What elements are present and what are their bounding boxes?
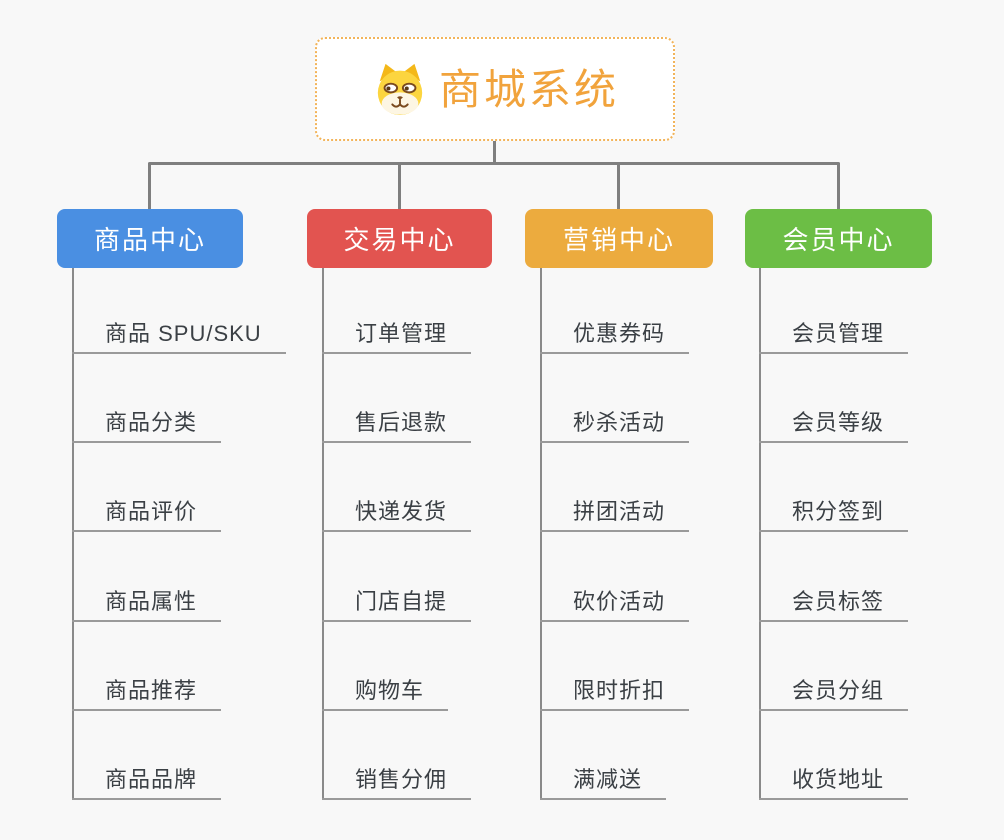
item-after-sales-refund[interactable]: 售后退款 xyxy=(322,403,472,443)
item-group-buy[interactable]: 拼团活动 xyxy=(540,492,690,532)
item-express-delivery[interactable]: 快递发货 xyxy=(322,492,472,532)
connector-drop-trade xyxy=(398,163,401,209)
connector-drop-member xyxy=(837,163,840,209)
item-product-category[interactable]: 商品分类 xyxy=(72,403,222,443)
item-member-tag[interactable]: 会员标签 xyxy=(759,582,909,622)
item-member-group[interactable]: 会员分组 xyxy=(759,671,909,711)
item-shipping-address[interactable]: 收货地址 xyxy=(759,760,909,800)
item-member-management[interactable]: 会员管理 xyxy=(759,314,909,354)
item-member-level[interactable]: 会员等级 xyxy=(759,403,909,443)
item-order-management[interactable]: 订单管理 xyxy=(322,314,472,354)
item-product-recommend[interactable]: 商品推荐 xyxy=(72,671,222,711)
item-bargain-activity[interactable]: 砍价活动 xyxy=(540,582,690,622)
item-points-checkin[interactable]: 积分签到 xyxy=(759,492,909,532)
item-sales-commission[interactable]: 销售分佣 xyxy=(322,760,472,800)
dog-face-icon xyxy=(371,62,429,116)
item-shopping-cart[interactable]: 购物车 xyxy=(322,671,449,711)
connector-root-stem xyxy=(493,140,496,163)
item-full-reduction[interactable]: 满减送 xyxy=(540,760,667,800)
connector-drop-marketing xyxy=(617,163,620,209)
item-product-brand[interactable]: 商品品牌 xyxy=(72,760,222,800)
branch-line-marketing xyxy=(540,268,542,800)
item-product-review[interactable]: 商品评价 xyxy=(72,492,222,532)
item-product-spu-sku[interactable]: 商品 SPU/SKU xyxy=(72,314,286,354)
branch-line-trade xyxy=(322,268,324,800)
branch-header-member-center[interactable]: 会员中心 xyxy=(745,209,932,268)
item-store-pickup[interactable]: 门店自提 xyxy=(322,582,472,622)
branch-header-product-center[interactable]: 商品中心 xyxy=(57,209,243,268)
branch-header-trade-center[interactable]: 交易中心 xyxy=(307,209,492,268)
item-coupon-code[interactable]: 优惠券码 xyxy=(540,314,690,354)
item-limited-time-discount[interactable]: 限时折扣 xyxy=(540,671,690,711)
branch-header-marketing-center[interactable]: 营销中心 xyxy=(525,209,713,268)
connector-drop-product xyxy=(148,163,151,209)
connector-horizontal-bus xyxy=(148,162,840,165)
root-title: 商城系统 xyxy=(438,66,619,113)
branch-line-member xyxy=(759,268,761,800)
root-node[interactable]: 商城系统 xyxy=(315,37,675,141)
item-flash-sale[interactable]: 秒杀活动 xyxy=(540,403,690,443)
branch-line-product xyxy=(72,268,74,800)
item-product-attribute[interactable]: 商品属性 xyxy=(72,582,222,622)
